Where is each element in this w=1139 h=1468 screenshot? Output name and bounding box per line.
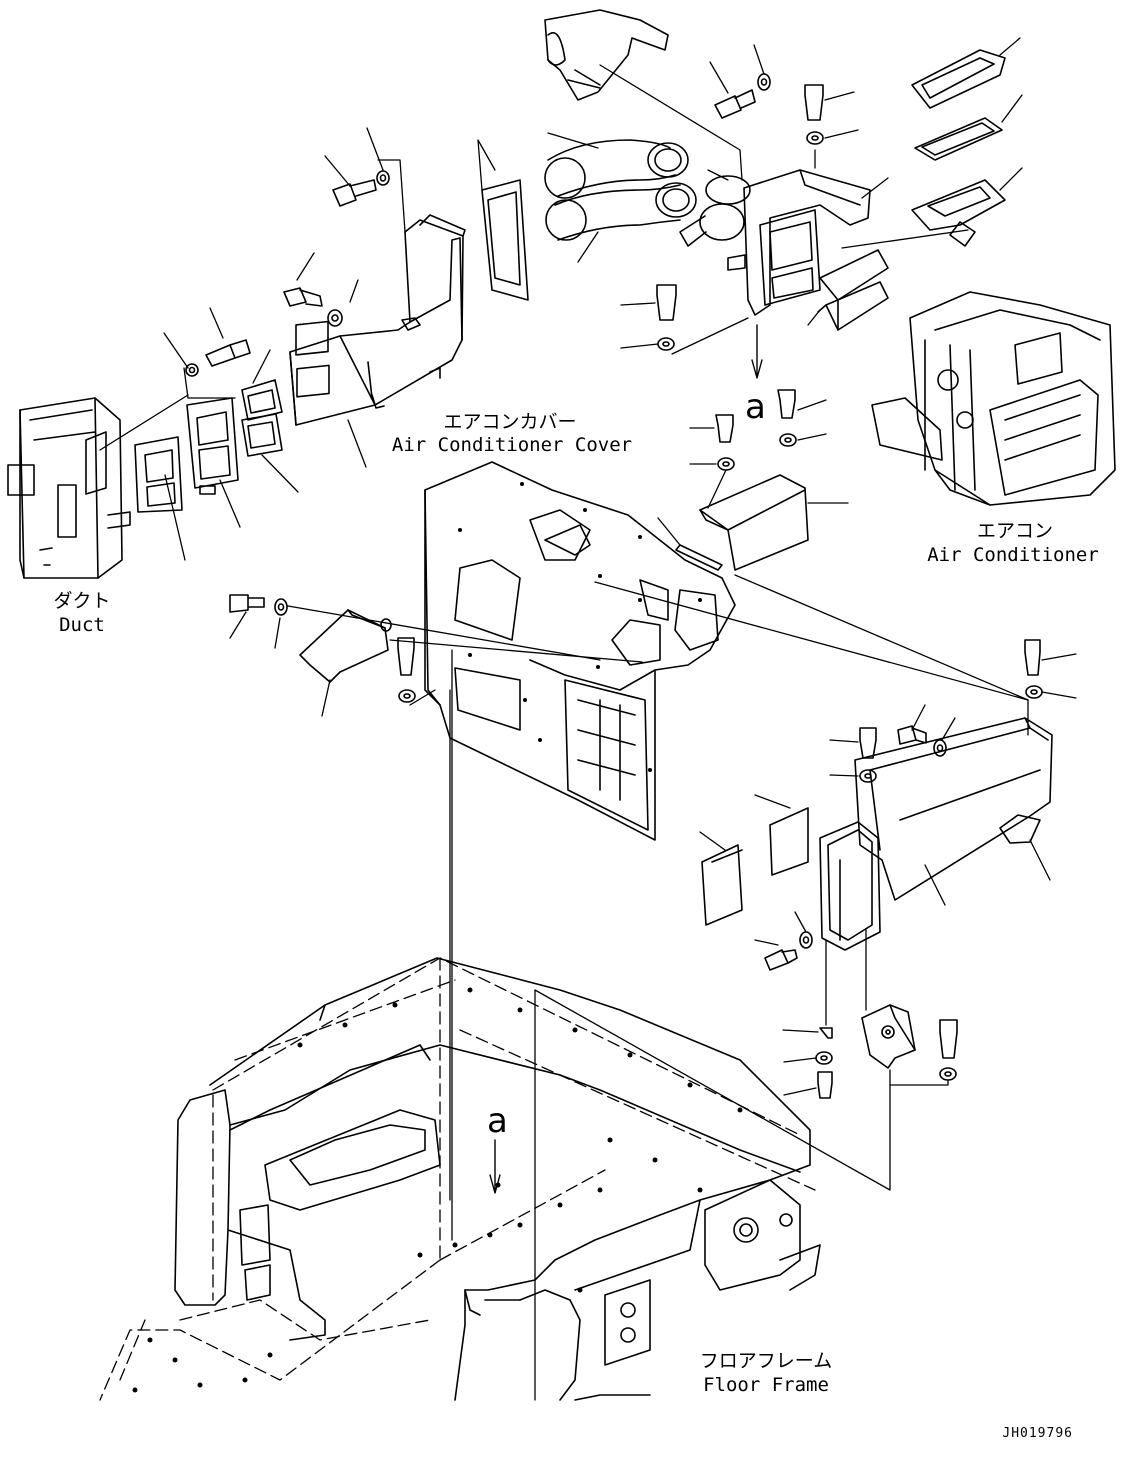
leader-top (620, 44, 889, 355)
floor-frame (174, 957, 821, 1401)
bracket-plate-left (299, 609, 392, 683)
hose-clamps (679, 175, 751, 247)
label-floor-frame: フロアフレーム Floor Frame (700, 1350, 832, 1396)
duct-part (7, 397, 131, 579)
bent-bracket (701, 844, 743, 926)
cover-plate-small (699, 474, 809, 571)
lower-mount-bracket (861, 1004, 916, 1069)
top-bracket (544, 9, 669, 101)
duct-gasket (134, 436, 183, 513)
bolt-cluster-cab (229, 594, 416, 703)
detail-marker-bottom: a (487, 1101, 508, 1141)
duct-seal-upper (241, 379, 283, 421)
strip-gasket (675, 544, 723, 571)
label-ac-jp: エアコン (977, 520, 1053, 542)
side-duct-channel (854, 717, 1053, 901)
leader-lines-bolts (296, 127, 384, 303)
side-duct-box (819, 821, 881, 951)
duct-adapter (186, 397, 239, 495)
bolt-cluster-mid (715, 389, 797, 471)
label-duct: ダクト Duct (53, 590, 110, 636)
drawing-code: JH019796 (1002, 1426, 1073, 1441)
label-ac-en: Air Conditioner (927, 544, 1099, 566)
label-ac-cover-en: Air Conditioner Cover (392, 434, 632, 456)
leader-right (594, 574, 1077, 946)
label-duct-en: Duct (59, 614, 105, 636)
filter-sheet (769, 807, 809, 876)
ac-cover-gasket (481, 179, 529, 301)
bolt-cluster-top (656, 73, 824, 351)
floor-frame-dots (132, 987, 743, 1393)
ac-junction-box (727, 169, 871, 316)
detail-arrow-top (751, 324, 763, 379)
cab-rear-panel (424, 461, 736, 841)
bolt-cluster-left (185, 170, 390, 377)
label-floor-frame-en: Floor Frame (703, 1374, 829, 1396)
leader-lower (534, 929, 949, 1401)
floor-frame-hidden-lines (99, 957, 816, 1401)
leader-hoses (547, 64, 743, 263)
duct-seal-lower (241, 413, 283, 457)
label-floor-frame-jp: フロアフレーム (700, 1350, 832, 1372)
detail-arrow-bottom (489, 1139, 501, 1194)
cab-rear-panel-dots (458, 482, 702, 772)
ac-duct-seal (817, 249, 889, 331)
leader-mid (657, 399, 849, 546)
label-ac-cover: エアコンカバー Air Conditioner Cover (392, 411, 632, 456)
label-ac: エアコン Air Conditioner (927, 520, 1099, 566)
air-conditioner-unit (871, 291, 1116, 506)
leader-right-seals (807, 37, 1023, 326)
leader-cover-gasket (477, 139, 496, 191)
detail-marker-top: a (745, 387, 766, 427)
leader-cover (377, 159, 406, 233)
bolt-cluster-right (764, 639, 1043, 971)
leader-lines-left (99, 307, 367, 561)
label-duct-jp: ダクト (53, 590, 110, 612)
label-ac-cover-jp: エアコンカバー (443, 411, 576, 433)
air-hose-upper (544, 139, 689, 199)
air-hose-lower (545, 182, 697, 241)
seal-rings-right (911, 49, 1006, 247)
leader-cab (229, 605, 643, 1241)
ac-cover-part (289, 214, 466, 426)
